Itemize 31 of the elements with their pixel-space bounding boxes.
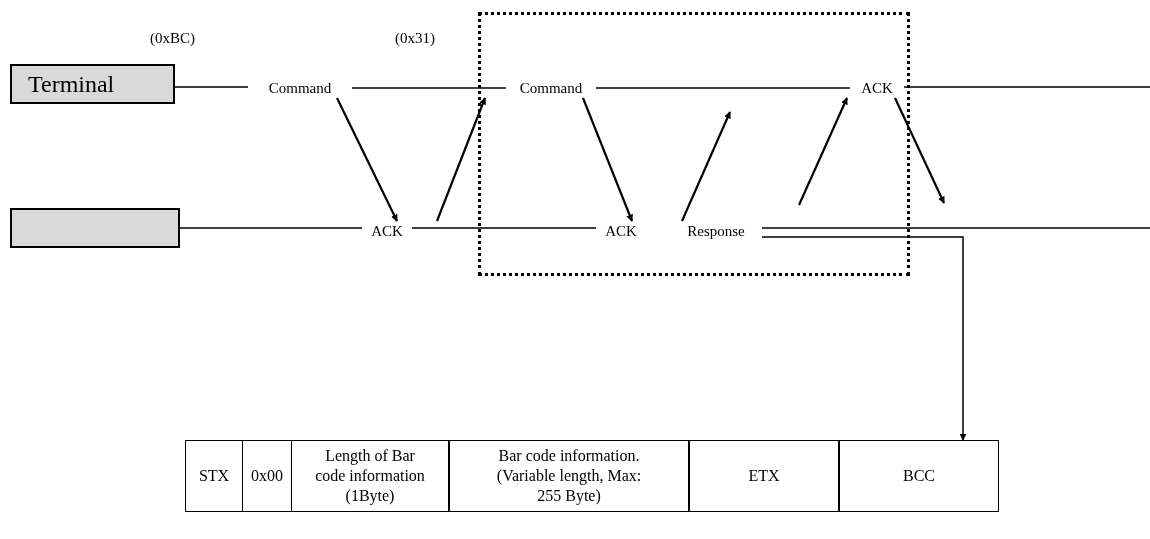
timeline-line (595, 87, 851, 89)
message-label: Response (670, 221, 762, 241)
timeline-line (179, 227, 363, 229)
arrow (435, 97, 487, 222)
table-cell: STX (185, 440, 243, 512)
arrow (894, 97, 945, 204)
arrow (761, 236, 967, 441)
message-label: ACK (362, 221, 412, 241)
participant-box: Terminal (10, 64, 175, 104)
timeline-line (761, 227, 1150, 229)
table-cell: Length of Bar code information (1Byte) (291, 440, 449, 512)
message-label: ACK (596, 221, 646, 241)
timeline-line (903, 86, 1150, 88)
arrow (681, 111, 731, 222)
hex-code-label: (0xBC) (150, 29, 195, 48)
table-cell: Bar code information. (Variable length, Max: 255 Byte) (449, 440, 689, 512)
arrow (581, 97, 634, 222)
arrow (798, 97, 848, 206)
message-label: Command (248, 78, 352, 98)
timeline-line (174, 86, 249, 88)
table-cell: 0x00 (242, 440, 292, 512)
timeline-line (351, 87, 507, 89)
timeline-line (411, 227, 597, 229)
table-cell: BCC (839, 440, 999, 512)
table-cell: ETX (689, 440, 839, 512)
hex-code-label: (0x31) (395, 29, 435, 48)
participant-box (10, 208, 180, 248)
arrow (336, 97, 398, 222)
message-label: ACK (850, 78, 904, 98)
message-label: Command (506, 78, 596, 98)
dotted-frame (478, 12, 910, 276)
